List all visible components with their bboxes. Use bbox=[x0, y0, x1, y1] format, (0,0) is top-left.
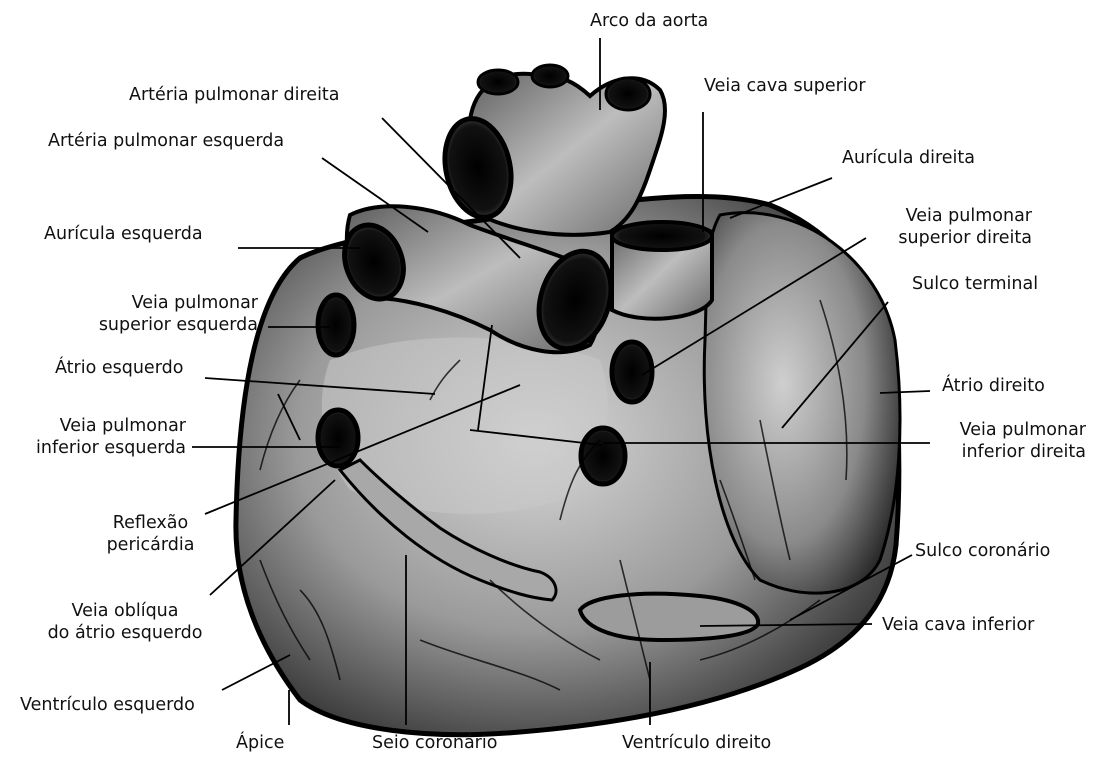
label-right-ventricle: Ventrículo direito bbox=[622, 732, 771, 754]
label-terminal-sulcus: Sulco terminal bbox=[912, 273, 1038, 295]
label-line-1: Veia oblíqua bbox=[40, 600, 210, 622]
label-left-atrium: Átrio esquerdo bbox=[55, 357, 183, 379]
label-superior-vena-cava: Veia cava superior bbox=[704, 75, 866, 97]
label-coronary-sinus: Seio coronário bbox=[372, 732, 497, 754]
right-inferior-pulmonary-vein bbox=[581, 428, 625, 484]
left-superior-pulmonary-vein bbox=[318, 295, 354, 355]
label-pericardial-reflection: Reflexão pericárdia bbox=[98, 512, 203, 556]
aorta-branch-2 bbox=[532, 65, 568, 87]
label-line-1: Veia pulmonar bbox=[8, 415, 186, 437]
label-coronary-sulcus: Sulco coronário bbox=[915, 540, 1050, 562]
label-right-auricle: Aurícula direita bbox=[842, 147, 975, 169]
label-line-2: pericárdia bbox=[98, 534, 203, 556]
label-oblique-vein-left-atrium: Veia oblíqua do átrio esquerdo bbox=[40, 600, 210, 644]
label-line-2: superior direita bbox=[850, 227, 1032, 249]
inferior-vena-cava bbox=[580, 594, 758, 640]
label-line-1: Veia pulmonar bbox=[30, 292, 258, 314]
label-right-inferior-pulmonary-vein: Veia pulmonar inferior direita bbox=[920, 419, 1086, 463]
label-line-2: inferior esquerda bbox=[8, 437, 186, 459]
aorta-branch-3 bbox=[606, 78, 650, 110]
superior-vena-cava-lumen bbox=[612, 222, 712, 250]
label-apex: Ápice bbox=[236, 732, 284, 754]
label-aortic-arch: Arco da aorta bbox=[590, 10, 708, 32]
label-left-ventricle: Ventrículo esquerdo bbox=[20, 694, 195, 716]
label-left-superior-pulmonary-vein: Veia pulmonar superior esquerda bbox=[30, 292, 258, 336]
left-inferior-pulmonary-vein bbox=[318, 410, 358, 466]
label-right-pulmonary-artery: Artéria pulmonar direita bbox=[129, 84, 340, 106]
label-right-atrium: Átrio direito bbox=[942, 375, 1045, 397]
aorta-branch-1 bbox=[478, 70, 518, 94]
label-inferior-vena-cava: Veia cava inferior bbox=[882, 614, 1034, 636]
label-line-2: superior esquerda bbox=[30, 314, 258, 336]
label-left-auricle: Aurícula esquerda bbox=[44, 223, 203, 245]
label-left-pulmonary-artery: Artéria pulmonar esquerda bbox=[48, 130, 284, 152]
label-line-1: Reflexão bbox=[98, 512, 203, 534]
label-line-1: Veia pulmonar bbox=[920, 419, 1086, 441]
label-right-superior-pulmonary-vein: Veia pulmonar superior direita bbox=[850, 205, 1032, 249]
label-left-inferior-pulmonary-vein: Veia pulmonar inferior esquerda bbox=[8, 415, 186, 459]
label-line-2: do átrio esquerdo bbox=[40, 622, 210, 644]
label-line-2: inferior direita bbox=[920, 441, 1086, 463]
label-line-1: Veia pulmonar bbox=[850, 205, 1032, 227]
